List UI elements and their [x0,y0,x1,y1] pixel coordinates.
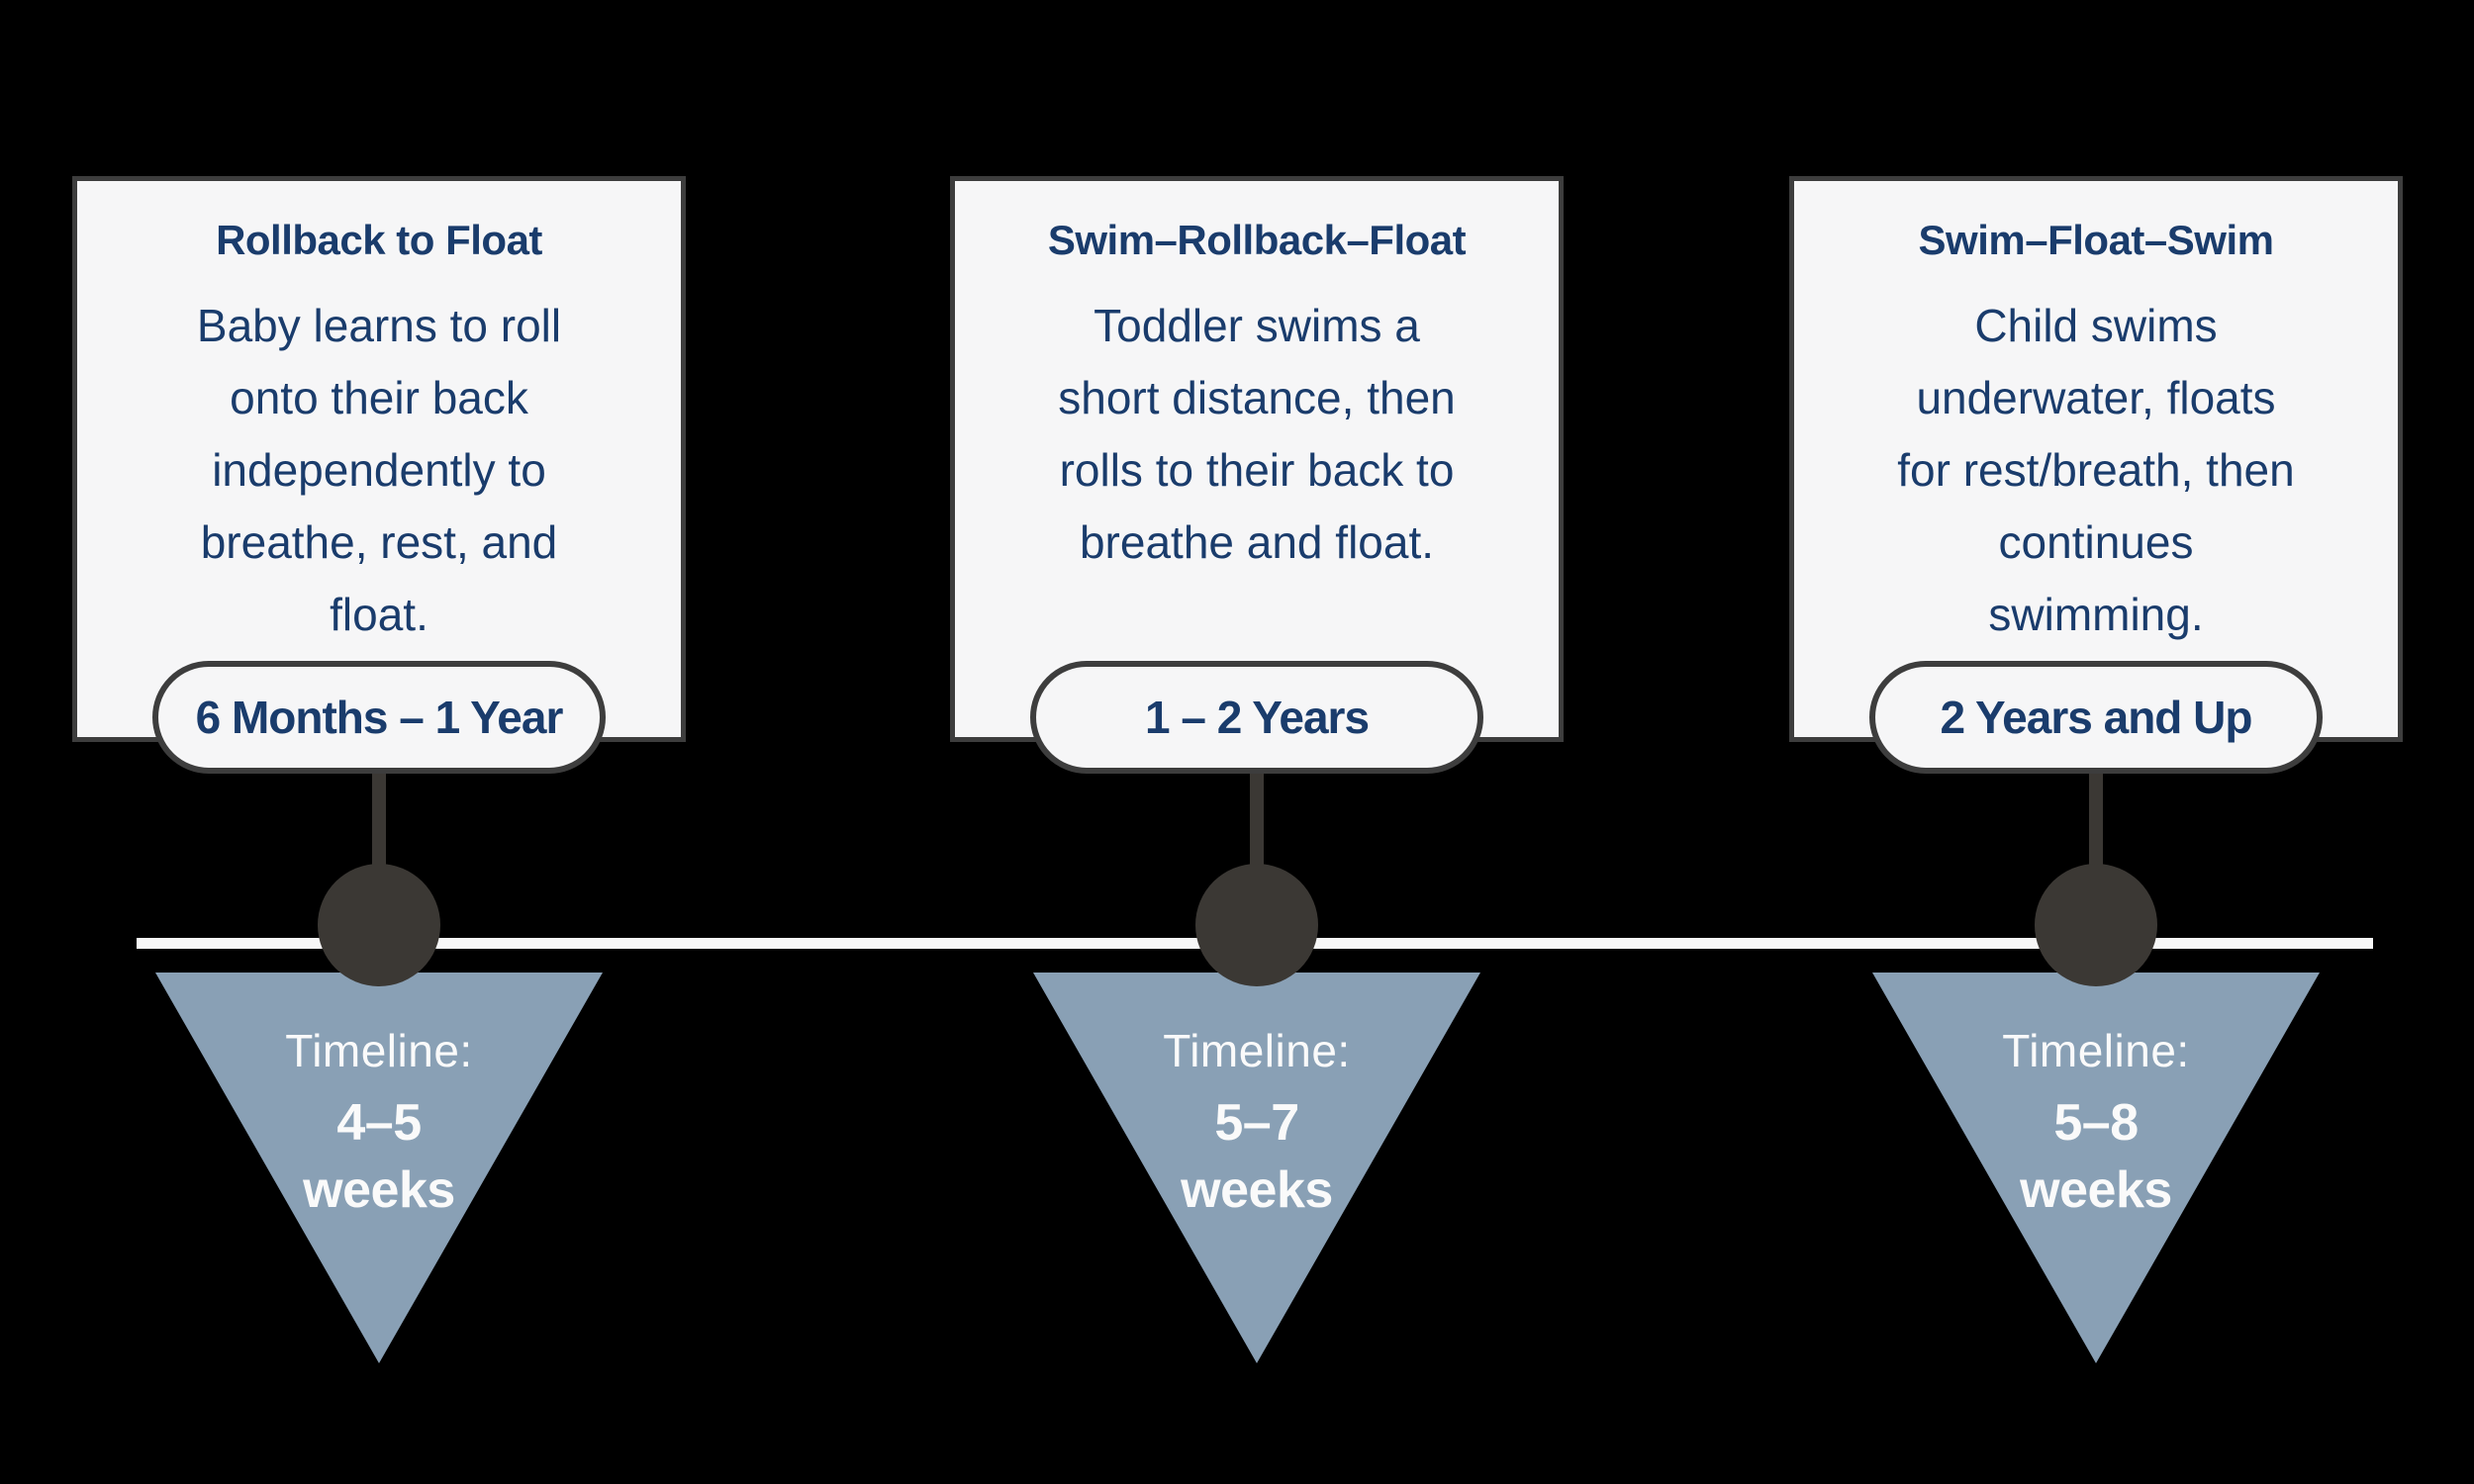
timeline-node [318,864,440,986]
age-range-pill: 2 Years and Up [1869,661,2323,774]
timeline-marker-triangle: Timeline: 4–5 weeks [155,973,603,1363]
weeks-unit: weeks [2020,1161,2172,1219]
timeline-label: Timeline: [1163,1025,1351,1076]
weeks-range: 5–7 [1214,1094,1299,1152]
weeks-unit: weeks [303,1161,455,1219]
timeline-label: Timeline: [2002,1025,2190,1076]
age-range-label: 6 Months – 1 Year [195,692,564,743]
stage-title: Swim–Rollback–Float [1047,217,1467,263]
age-range-pill: 6 Months – 1 Year [152,661,606,774]
weeks-range: 5–8 [2053,1094,2139,1152]
weeks-range: 4–5 [336,1094,422,1152]
age-range-label: 1 – 2 Years [1144,692,1370,743]
timeline-node [2035,864,2157,986]
timeline-label: Timeline: [285,1025,473,1076]
timeline-marker-triangle: Timeline: 5–8 weeks [1872,973,2320,1363]
age-range-label: 2 Years and Up [1940,692,2253,743]
stage-description: Child swims underwater, floats for rest/… [1897,300,2295,640]
age-range-pill: 1 – 2 Years [1030,661,1483,774]
stage-title: Rollback to Float [216,217,542,263]
stage-description: Baby learns to roll onto their back inde… [196,300,562,640]
stage-description: Toddler swims a short distance, then rol… [1058,300,1456,568]
weeks-unit: weeks [1181,1161,1333,1219]
stage-title: Swim–Float–Swim [1918,217,2274,263]
stage-card: Swim–Rollback–Float Toddler swims a shor… [950,176,1564,742]
timeline-node [1195,864,1318,986]
timeline-marker-triangle: Timeline: 5–7 weeks [1033,973,1480,1363]
stage-card: Swim–Float–Swim Child swims underwater, … [1789,176,2403,742]
stage-card: Rollback to Float Baby learns to roll on… [72,176,686,742]
